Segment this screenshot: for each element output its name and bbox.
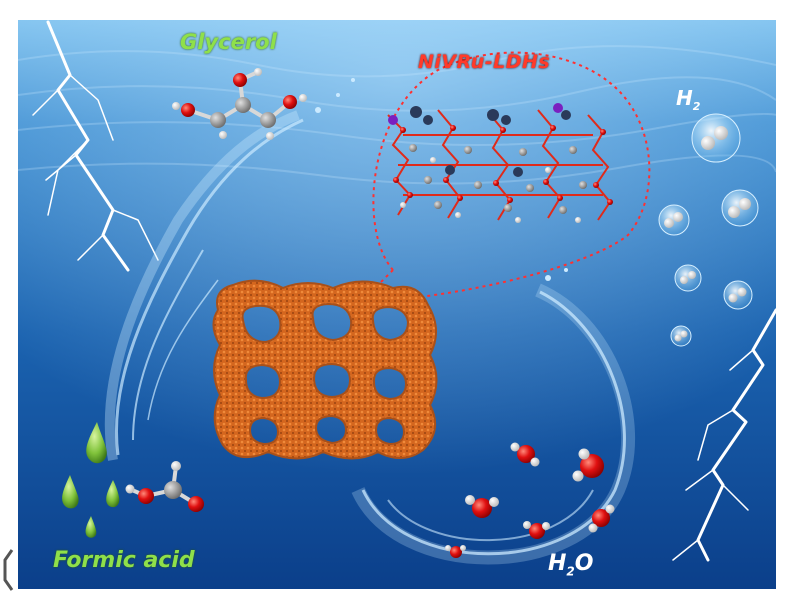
- water-molecule-icon: [523, 521, 550, 539]
- glycerol-molecule: [172, 68, 307, 140]
- hydrogen-bubble-icon: [658, 204, 690, 236]
- catalyst-label: NiVRu-LDHs: [418, 51, 551, 73]
- water-molecule-icon: [588, 504, 615, 533]
- water-droplet-icon: [86, 422, 107, 464]
- hydrogen-label-subscript: 2: [692, 100, 701, 113]
- hydrogen-bubble-icon: [723, 280, 753, 310]
- hydrogen-bubble-icon: [670, 325, 692, 347]
- water-molecule-icon: [510, 442, 540, 467]
- hydrogen-bubble-icon: [674, 264, 702, 292]
- lightning-bolt-icon: [32, 20, 159, 272]
- water-splash-icon: [104, 78, 355, 461]
- water-droplet-icon: [106, 480, 120, 508]
- water-molecule-icon: [572, 448, 604, 482]
- water-molecule-icon: [465, 495, 499, 518]
- hydrogen-bubble-icon: [721, 189, 759, 227]
- hydrogen-label-main: H: [676, 86, 693, 110]
- water-label-subscript: 2: [566, 564, 575, 579]
- glycerol-label: Glycerol: [180, 30, 277, 54]
- ldh-crystal-structure: [387, 103, 613, 223]
- formic-acid-molecule: [125, 461, 204, 512]
- hydrogen-label: H2: [676, 86, 700, 113]
- edge-bracket-icon: [3, 549, 14, 591]
- water-droplet-icon: [85, 516, 97, 538]
- water-label: H2O: [548, 551, 593, 578]
- water-label-h: H: [548, 551, 567, 576]
- formic-acid-label: Formic acid: [53, 548, 195, 573]
- porous-scaffold: [212, 279, 438, 460]
- water-label-o: O: [574, 551, 594, 576]
- lightning-bolt-icon: [672, 308, 776, 562]
- hydrogen-bubble-icon: [691, 113, 741, 163]
- water-splash-icon: [351, 268, 636, 565]
- water-molecule-icon: [445, 545, 466, 558]
- water-droplet-icon: [62, 475, 79, 509]
- illustration-scene: [18, 20, 776, 589]
